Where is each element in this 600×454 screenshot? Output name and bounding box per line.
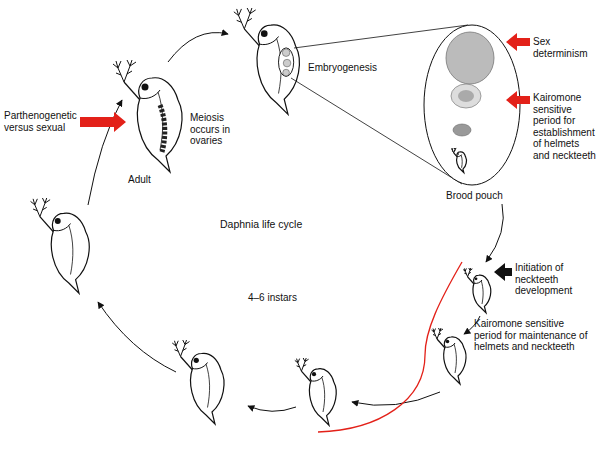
annotation: Initiation of neckteeth development	[515, 262, 597, 297]
pointer-arrow	[494, 263, 512, 281]
part-label: Brood pouch	[446, 190, 503, 202]
juvenile-daphnia	[31, 198, 90, 293]
diagram-title: Daphnia life cycle	[220, 218, 302, 230]
gravid-daphnia	[234, 8, 300, 114]
juvenile-daphnia	[172, 340, 224, 424]
annotation: Parthenogenetic versus sexual	[4, 110, 78, 133]
stage-label: Embryogenesis	[308, 62, 377, 74]
brood-pouch	[424, 25, 520, 185]
stage-label: 4–6 instars	[248, 292, 297, 304]
pointer-arrow	[80, 112, 126, 132]
juvenile-daphnia	[463, 268, 491, 313]
cycle-arrow	[88, 33, 503, 412]
stage-label: Adult	[128, 174, 151, 186]
sensitive-period-bracket	[318, 262, 462, 432]
juvenile-daphnia	[295, 358, 336, 425]
pointer-arrow	[506, 91, 530, 109]
adult-daphnia	[113, 60, 182, 172]
juvenile-daphnia	[432, 328, 467, 384]
annotation: Sex determinism	[533, 36, 597, 59]
annotation: Meiosis occurs in ovaries	[190, 112, 250, 147]
annotation: Kairomone sensitive period for establish…	[533, 92, 597, 161]
ovary	[160, 105, 165, 152]
pointer-arrow	[506, 33, 530, 51]
small-brood-pouch	[279, 48, 294, 77]
annotation: Kairomone sensitive period for maintenan…	[474, 318, 592, 353]
